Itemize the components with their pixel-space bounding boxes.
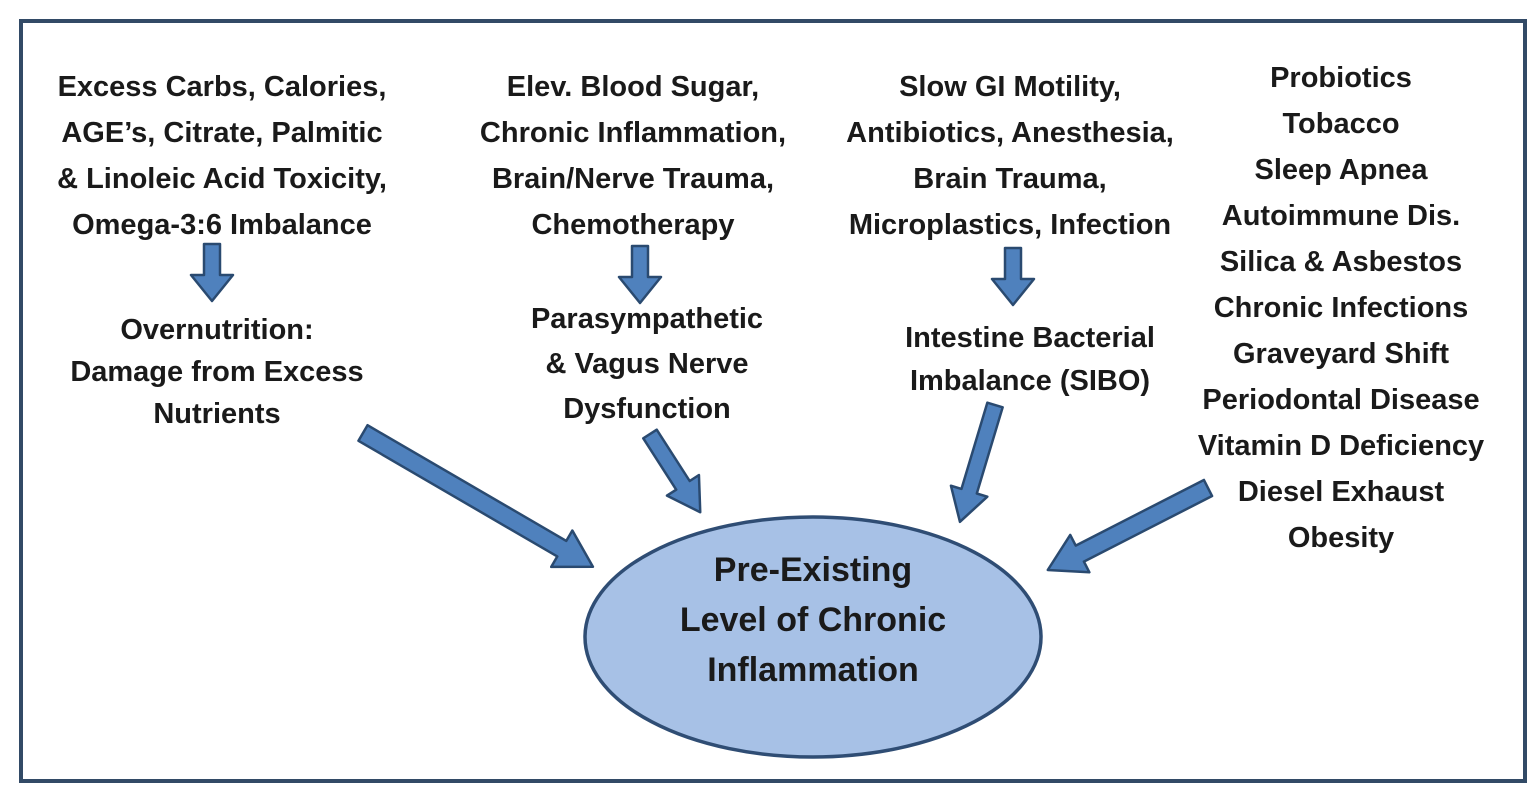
cause-line: Brain Trauma, (913, 163, 1107, 195)
cause-line: Brain/Nerve Trauma, (491, 163, 775, 195)
cause-line: Chemotherapy (531, 209, 735, 241)
cause-line: Excess Carbs, Calories, (57, 71, 387, 103)
ellipse-label-line: Pre-Existing (713, 551, 913, 589)
effect-line: & Vagus Nerve (545, 348, 749, 380)
effect-line: Dysfunction (563, 393, 731, 425)
down-arrow-icon-overnutrition (189, 242, 235, 303)
cause-list-item: Tobacco (1282, 108, 1400, 140)
cause-list-item: Periodontal Disease (1202, 384, 1480, 416)
ellipse-label: Pre-Existing Level of Chronic Inflammati… (583, 545, 1043, 695)
ellipse-label-line: Inflammation (707, 651, 919, 689)
down-arrow-icon-parasympathetic (617, 244, 663, 305)
chronic-inflammation-ellipse (583, 515, 1043, 759)
down-arrow-icon-sibo (990, 246, 1036, 307)
cause-line: Antibiotics, Anesthesia, (846, 117, 1174, 149)
cause-line: & Linoleic Acid Toxicity, (57, 163, 387, 195)
cause-list-item: Obesity (1287, 522, 1395, 554)
ellipse-label-line: Level of Chronic (679, 601, 947, 639)
effect-block-sibo: Intestine Bacterial Imbalance (SIBO) (850, 317, 1210, 403)
cause-line: Elev. Blood Sugar, (506, 71, 760, 103)
cause-block-blood-sugar: Elev. Blood Sugar, Chronic Inflammation,… (453, 64, 813, 248)
effect-line: Parasympathetic (530, 303, 764, 335)
cause-line: Microplastics, Infection (848, 209, 1172, 241)
diagram-border-frame (19, 19, 1527, 783)
cause-list-item: Probiotics (1270, 62, 1412, 94)
cause-list-lifestyle-factors: Probiotics Tobacco Sleep Apnea Autoimmun… (1186, 55, 1496, 561)
cause-line: AGE’s, Citrate, Palmitic (61, 117, 383, 149)
cause-list-item: Silica & Asbestos (1219, 246, 1463, 278)
arrow-icon-sibo-to-ellipse (949, 401, 1004, 524)
cause-line: Omega-3:6 Imbalance (72, 209, 372, 241)
arrow-icon-rightlist-to-ellipse (1046, 478, 1214, 574)
cause-list-item: Chronic Infections (1213, 292, 1469, 324)
effect-line: Intestine Bacterial (905, 322, 1155, 354)
effect-line: Imbalance (SIBO) (909, 365, 1151, 397)
effect-block-vagus-dysfunction: Parasympathetic & Vagus Nerve Dysfunctio… (467, 297, 827, 432)
cause-list-item: Vitamin D Deficiency (1197, 430, 1485, 462)
effect-line: Damage from Excess (70, 356, 364, 388)
effect-block-overnutrition: Overnutrition: Damage from Excess Nutrie… (27, 309, 407, 435)
arrow-icon-overnutrition-to-ellipse (357, 423, 595, 569)
cause-line: Chronic Inflammation, (479, 117, 787, 149)
cause-block-gi-motility: Slow GI Motility, Antibiotics, Anesthesi… (830, 64, 1190, 248)
effect-line: Nutrients (153, 398, 281, 430)
cause-list-item: Graveyard Shift (1233, 338, 1449, 370)
cause-list-item: Diesel Exhaust (1237, 476, 1445, 508)
cause-list-item: Sleep Apnea (1254, 154, 1428, 186)
cause-line: Slow GI Motility, (899, 71, 1121, 103)
effect-line: Overnutrition: (120, 314, 314, 346)
arrow-icon-parasympathetic-to-ellipse (642, 428, 702, 514)
cause-block-excess-carbs: Excess Carbs, Calories, AGE’s, Citrate, … (32, 64, 412, 248)
cause-list-item: Autoimmune Dis. (1221, 200, 1461, 232)
